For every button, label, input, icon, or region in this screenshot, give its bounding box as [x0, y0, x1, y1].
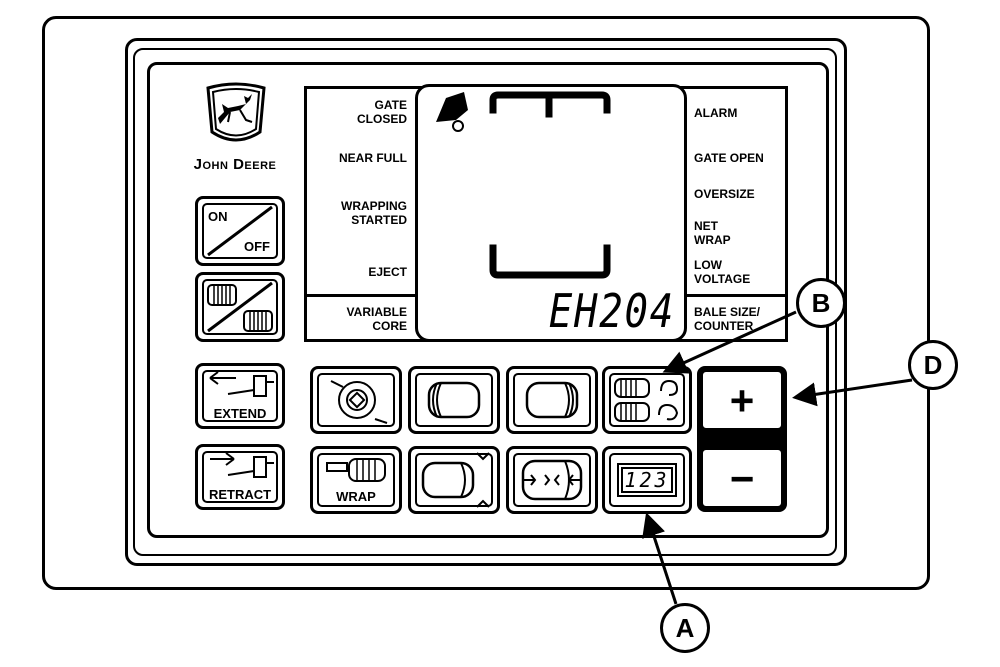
plus-button[interactable]: +	[700, 369, 784, 431]
bale-shape-icon	[521, 459, 583, 501]
indicator-gate-closed: GATE CLOSED	[356, 98, 407, 126]
indicator-eject: EJECT	[368, 265, 407, 279]
bale-count-button[interactable]	[602, 366, 692, 434]
counter-display-icon	[617, 463, 677, 497]
wrap-label: WRAP	[336, 489, 376, 504]
retract-icon	[210, 452, 274, 478]
extend-button-face	[202, 370, 278, 422]
indicator-near-full: NEAR FULL	[339, 151, 407, 165]
bale-left-icon	[427, 381, 481, 419]
on-off-slash-icon	[207, 205, 273, 257]
retract-label: RETRACT	[208, 487, 272, 502]
callout-a: A	[660, 603, 710, 653]
net-wrap-button[interactable]	[310, 366, 402, 434]
bale-left-button[interactable]	[408, 366, 500, 434]
wrap-bale-icon	[326, 458, 386, 482]
bale-count-face	[609, 373, 685, 427]
monitor-housing	[42, 16, 930, 590]
wrap-button-face	[317, 453, 395, 507]
counter-button-face	[609, 453, 685, 507]
extend-icon	[209, 371, 274, 397]
indicator-variable-core: VARIABLE CORE	[346, 305, 407, 333]
net-wrap-face	[317, 373, 395, 427]
bale-right-face	[513, 373, 591, 427]
wrap-button[interactable]: WRAP	[310, 446, 402, 514]
bale-toggle-icon	[207, 281, 273, 333]
callout-d: D	[908, 340, 958, 390]
bale-size-face	[415, 453, 493, 507]
leaping-deer-logo-icon	[206, 82, 266, 142]
counter-button[interactable]: 123	[602, 446, 692, 514]
power-on-label: ON	[208, 209, 228, 224]
minus-button[interactable]: −	[700, 447, 784, 509]
indicator-divider	[304, 294, 416, 297]
bale-left-face	[415, 373, 493, 427]
bale-count-icon	[614, 378, 679, 422]
plus-label: +	[729, 377, 755, 424]
indicator-low-voltage: LOW VOLTAGE	[694, 258, 751, 286]
indicator-divider-right	[686, 294, 788, 297]
retract-button[interactable]: RETRACT	[195, 444, 285, 510]
bale-shape-button[interactable]	[506, 446, 598, 514]
indicator-bale-size-counter: BALE SIZE/ COUNTER	[694, 305, 761, 333]
power-button[interactable]: ON OFF	[195, 196, 285, 266]
power-off-label: OFF	[244, 239, 270, 254]
indicator-oversize: OVERSIZE	[694, 187, 755, 201]
brand-name: John Deere	[193, 156, 277, 173]
lcd-readout: EH204	[548, 284, 675, 338]
indicator-net-wrap: NET WRAP	[694, 219, 731, 247]
bale-size-icon	[421, 452, 490, 508]
extend-label: EXTEND	[213, 406, 267, 421]
counter-digits: 123	[621, 467, 673, 493]
callout-b: B	[796, 278, 846, 328]
indicator-wrapping-started: WRAPPING STARTED	[341, 199, 407, 227]
john-deere-logo	[200, 82, 272, 148]
retract-button-face	[202, 451, 278, 503]
power-button-face	[202, 203, 278, 259]
bale-toggle-face	[202, 279, 278, 335]
bale-shape-face	[513, 453, 591, 507]
minus-label: −	[729, 455, 755, 502]
net-wrap-icon	[330, 380, 388, 424]
extend-button[interactable]: EXTEND	[195, 363, 285, 429]
bale-right-button[interactable]	[506, 366, 598, 434]
indicator-gate-open: GATE OPEN	[694, 151, 764, 165]
indicator-alarm: ALARM	[694, 106, 738, 120]
bale-right-icon	[525, 381, 579, 419]
bale-size-button[interactable]	[408, 446, 500, 514]
bale-toggle-button[interactable]	[195, 272, 285, 342]
